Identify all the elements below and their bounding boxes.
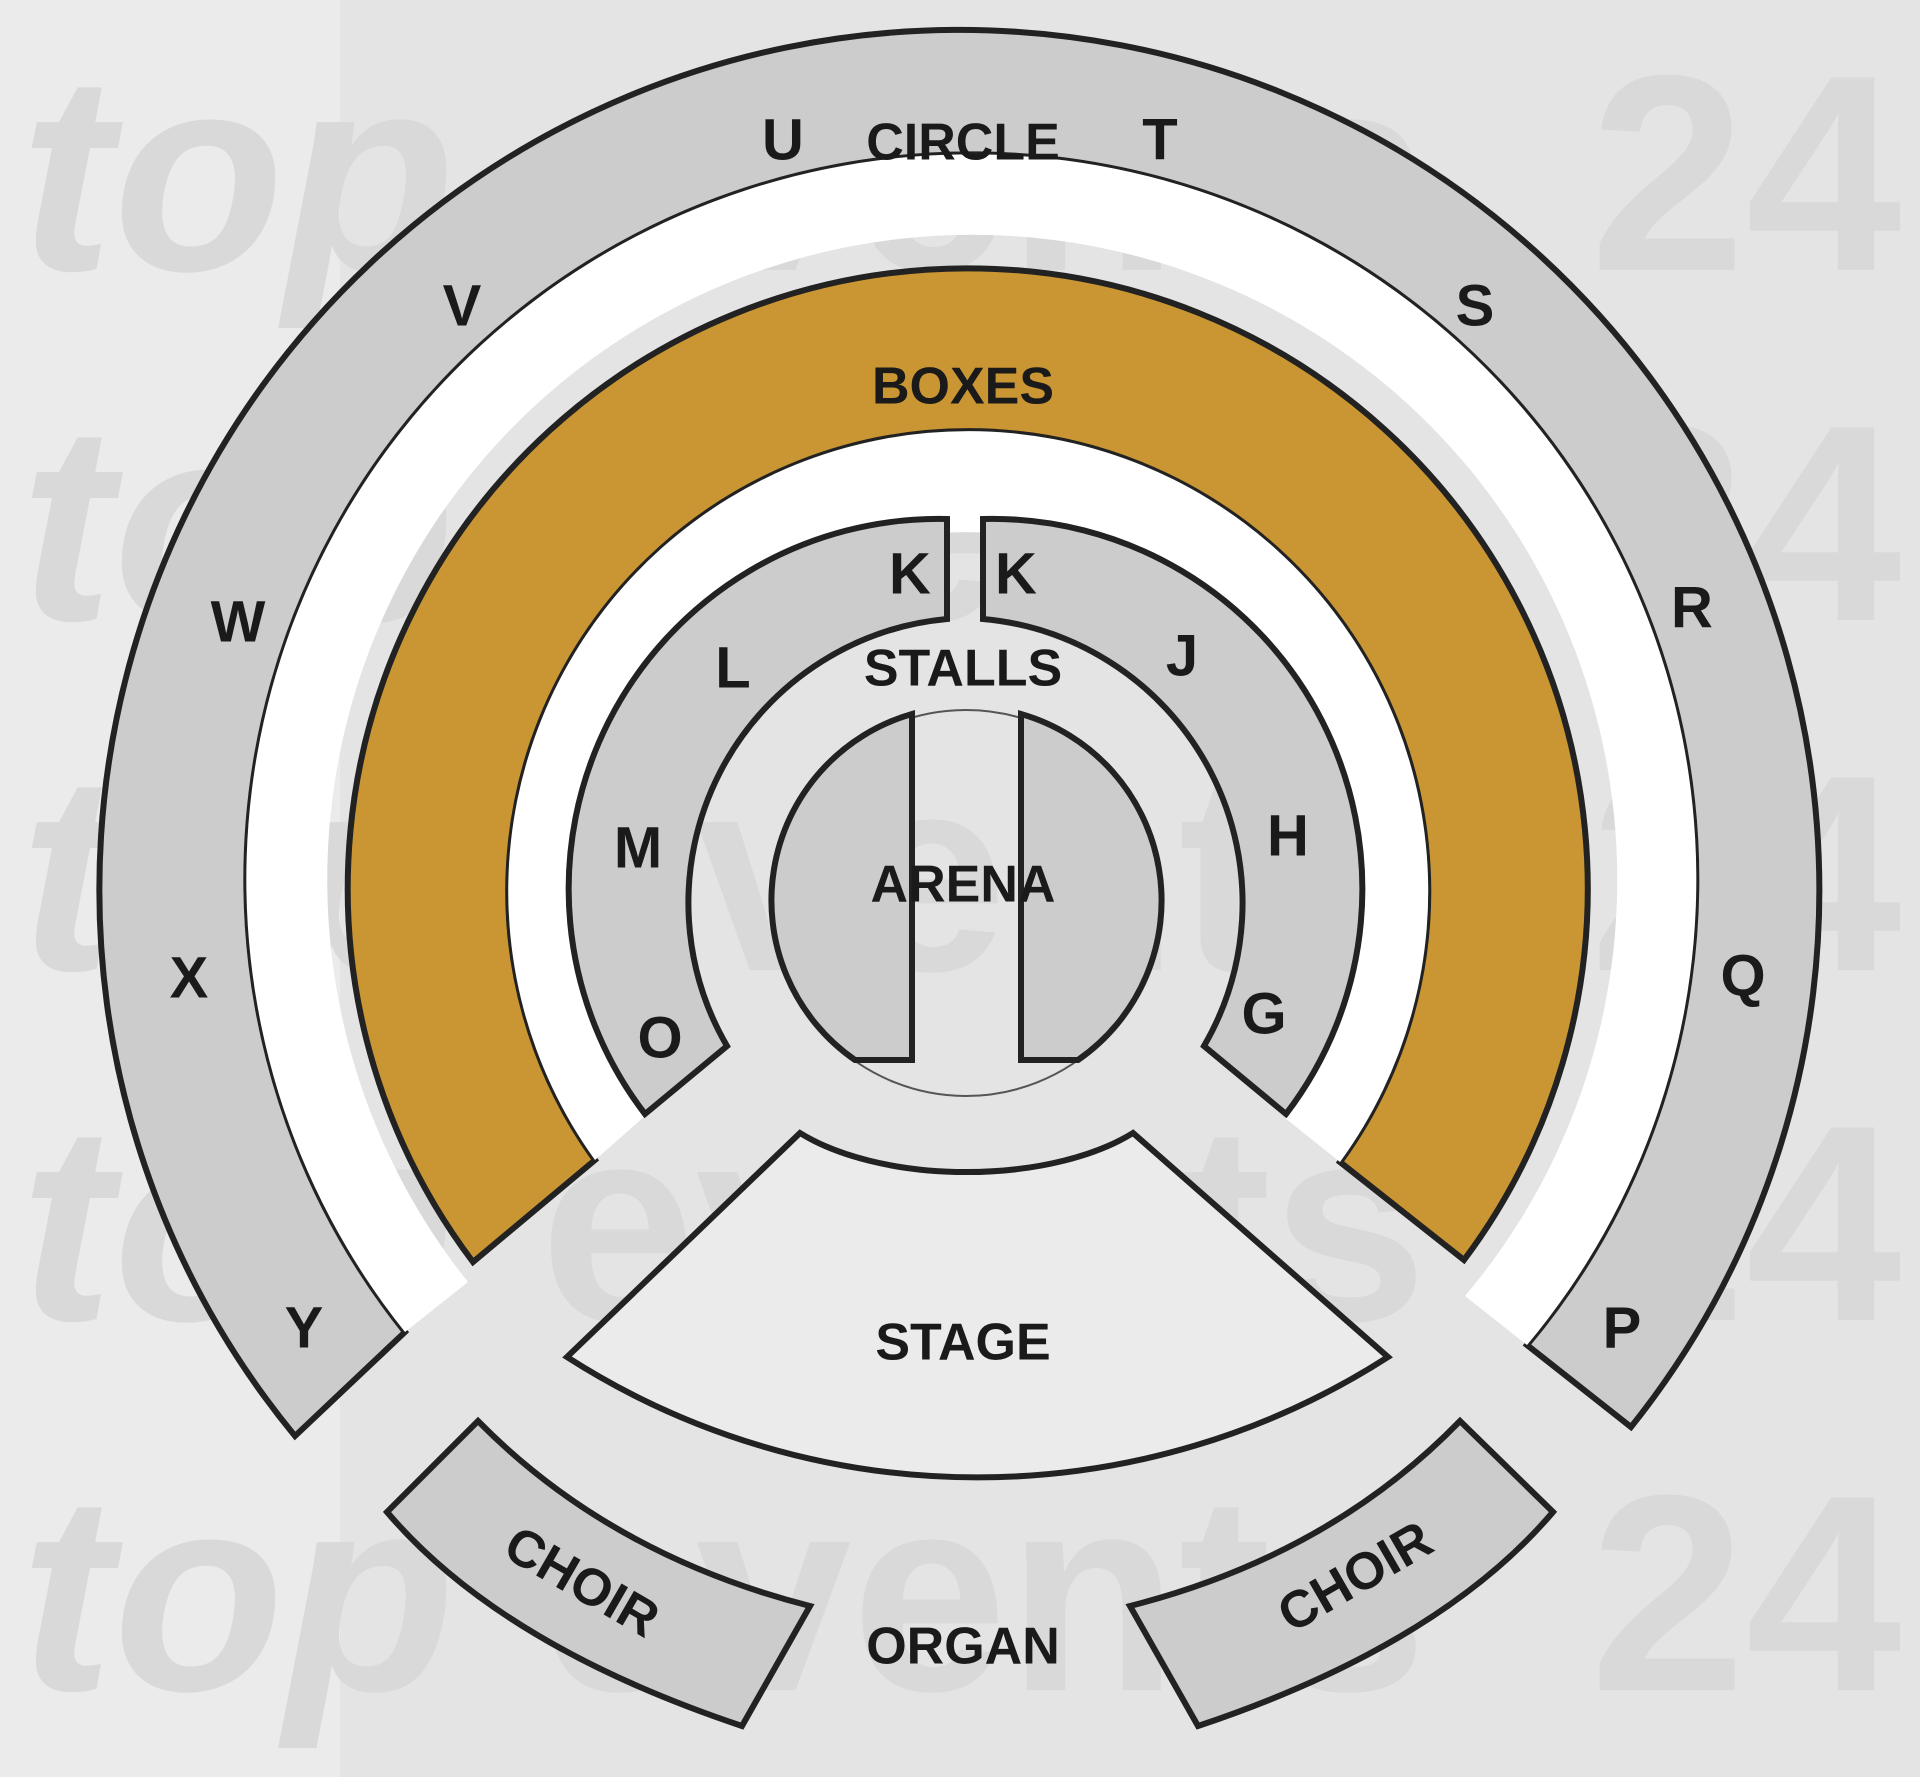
section-arena-left[interactable] (768, 710, 915, 1063)
label-organ: ORGAN (866, 1618, 1060, 1676)
row-label-o: O (637, 1005, 682, 1070)
row-label-j: J (1166, 623, 1198, 688)
label-stage: STAGE (875, 1314, 1050, 1372)
row-label-k-right: K (995, 541, 1037, 606)
watermark-prefix: top (20, 1438, 455, 1751)
watermark-suffix: 24 (1590, 1438, 1903, 1750)
row-label-r: R (1671, 575, 1713, 640)
row-label-g: G (1241, 981, 1286, 1046)
row-label-s: S (1456, 273, 1495, 338)
section-stalls-left[interactable] (565, 515, 950, 1119)
label-stalls: STALLS (864, 640, 1062, 698)
section-stalls-right[interactable] (980, 515, 1366, 1119)
row-label-q: Q (1720, 943, 1765, 1008)
section-choir-right[interactable] (1125, 1416, 1558, 1730)
row-label-l: L (715, 635, 750, 700)
row-label-t: T (1142, 107, 1177, 172)
row-label-k-left: K (889, 541, 931, 606)
row-label-p: P (1603, 1295, 1642, 1360)
boxes-walkway (508, 431, 1429, 1162)
row-label-v: V (443, 273, 482, 338)
watermark-suffix: 24 (1590, 18, 1903, 330)
circle-walkway (246, 154, 1697, 1345)
label-arena: ARENA (871, 856, 1056, 914)
row-label-y: Y (285, 1295, 324, 1360)
section-choir-left[interactable] (382, 1416, 815, 1730)
section-stage[interactable] (562, 1129, 1393, 1481)
row-label-h: H (1267, 803, 1309, 868)
row-label-m: M (614, 815, 662, 880)
label-boxes: BOXES (872, 358, 1054, 416)
row-label-x: X (170, 945, 209, 1010)
section-arena-right[interactable] (1018, 710, 1165, 1063)
watermark-row: top events 24 (20, 1438, 1903, 1751)
label-circle: CIRCLE (866, 114, 1060, 172)
row-label-w: W (211, 589, 266, 654)
row-label-u: U (762, 107, 804, 172)
